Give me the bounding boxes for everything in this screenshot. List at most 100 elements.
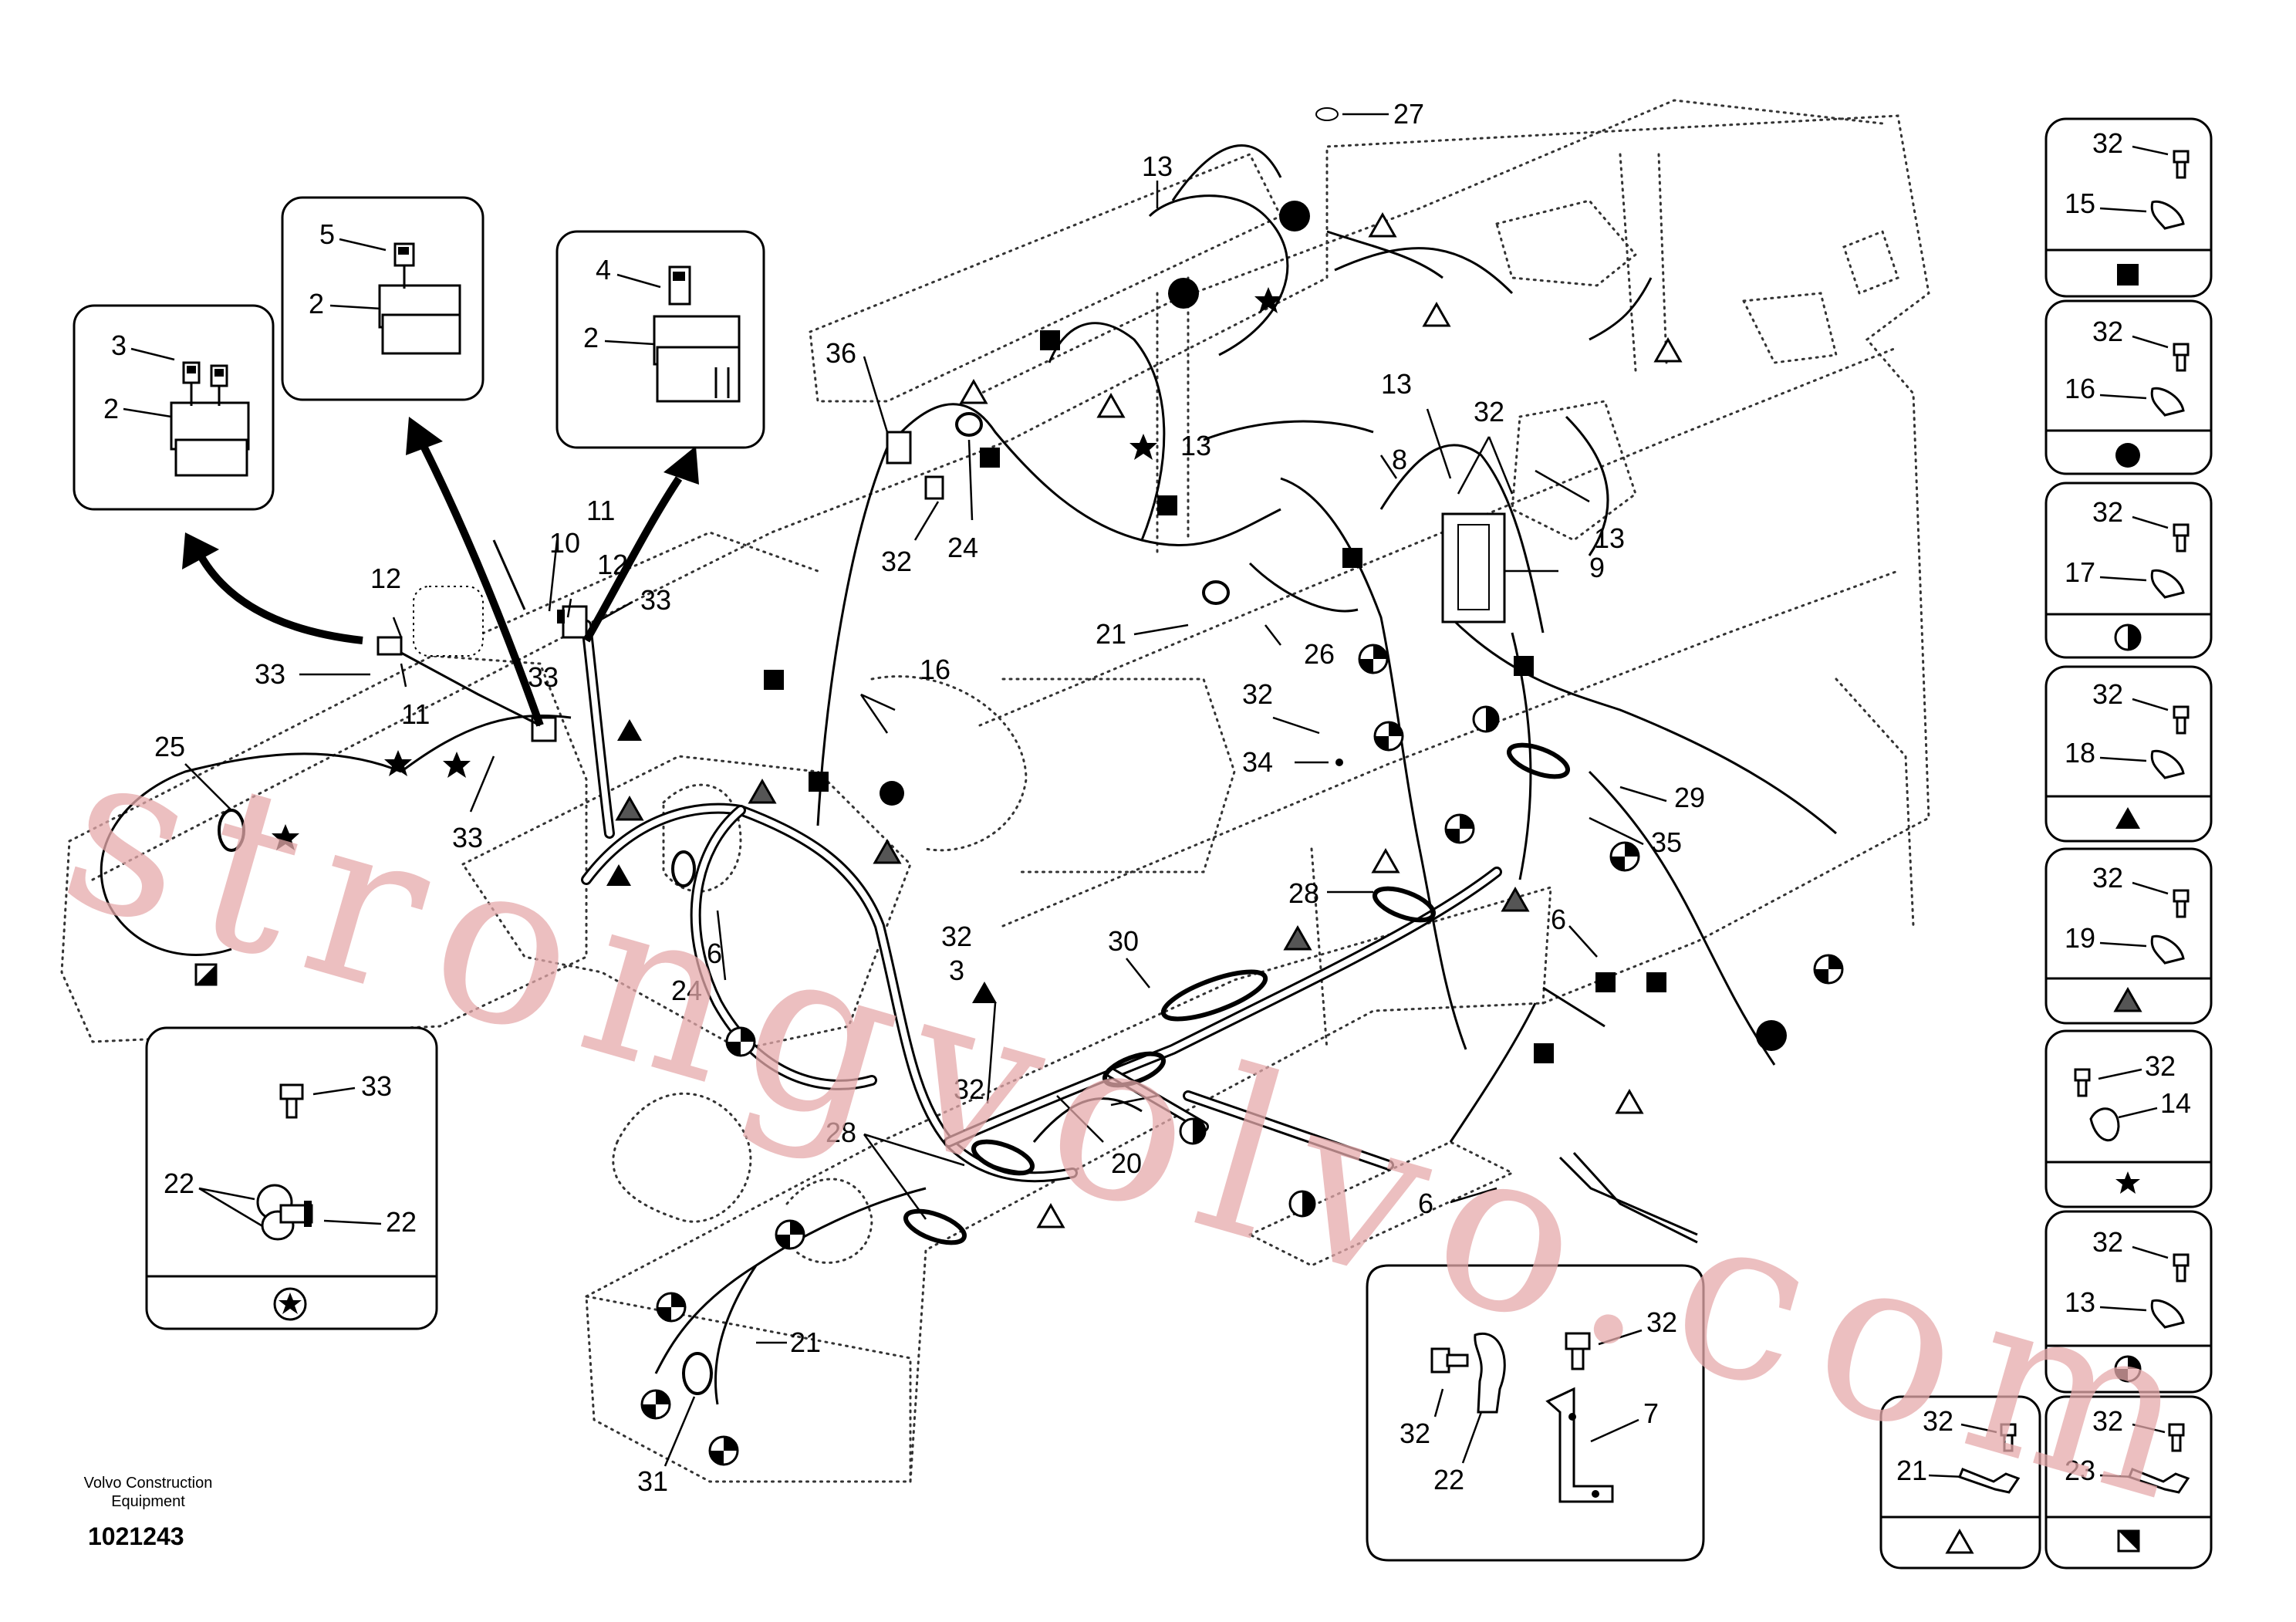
detail-label: 2 xyxy=(103,393,119,424)
callout: 35 xyxy=(1651,826,1682,858)
detail-label: 2 xyxy=(583,322,599,353)
arrow-head xyxy=(182,532,219,569)
callout: 31 xyxy=(637,1465,668,1497)
open-triangle-icon xyxy=(1945,1528,1974,1554)
square-marker xyxy=(809,772,829,792)
callout: 6 xyxy=(707,938,722,969)
open-triangle-marker xyxy=(1036,1202,1065,1228)
open-triangle-marker xyxy=(1371,847,1400,874)
square-marker xyxy=(1157,495,1177,515)
svg-text:13: 13 xyxy=(2065,1286,2095,1318)
callout: 6 xyxy=(1551,904,1566,935)
detail-label: 2 xyxy=(309,288,324,319)
callout: 20 xyxy=(1111,1147,1142,1179)
detail-bracket: 32 32 22 7 xyxy=(1366,1151,1705,1562)
star-marker xyxy=(384,750,412,776)
callout: 8 xyxy=(1392,444,1407,475)
callout: 33 xyxy=(640,584,671,616)
hatched-triangle-icon xyxy=(2113,986,2142,1012)
legend-item-17: 32 17 xyxy=(2044,482,2213,659)
detail-relay-c: 4 2 xyxy=(555,230,765,449)
triangle-marker xyxy=(606,864,631,886)
callout: 12 xyxy=(597,549,628,580)
legend-item-13: 32 13 xyxy=(2044,1210,2213,1394)
triangle-marker xyxy=(617,719,642,741)
leader-lines xyxy=(184,107,1698,1467)
relay-icon xyxy=(653,265,741,403)
svg-text:32: 32 xyxy=(2092,678,2123,710)
detail-label: 5 xyxy=(319,218,335,250)
hatched-triangle-marker xyxy=(748,778,777,804)
square-marker xyxy=(1514,656,1534,676)
square-marker xyxy=(1646,972,1666,992)
company-name: Volvo Construction xyxy=(84,1475,213,1492)
callout: 25 xyxy=(154,731,185,762)
legend-item-23: 32 23 xyxy=(2044,1395,2213,1570)
svg-text:32: 32 xyxy=(2092,496,2123,528)
callout: 13 xyxy=(1142,150,1173,182)
loop-markers xyxy=(903,742,1570,1245)
square-marker xyxy=(1040,330,1060,350)
hatched-triangle-marker xyxy=(615,795,644,821)
filled-circle-icon xyxy=(2115,443,2140,468)
open-triangle-marker xyxy=(1653,336,1683,363)
legend-item-16: 32 16 xyxy=(2044,299,2213,475)
callout: 32 xyxy=(941,921,972,952)
svg-text:15: 15 xyxy=(2065,188,2095,219)
callout: 32 xyxy=(881,546,912,577)
detail-label: 3 xyxy=(111,329,127,361)
square-marker xyxy=(1534,1043,1554,1063)
footer: Volvo Construction Equipment 1021243 xyxy=(84,1475,213,1550)
arrow-head xyxy=(663,446,699,485)
callout: 21 xyxy=(790,1326,821,1358)
callout: 13 xyxy=(1180,430,1211,461)
callout: 3 xyxy=(949,955,964,986)
legend-item-21: 32 21 xyxy=(1879,1395,2041,1570)
square-marker xyxy=(980,448,1000,468)
open-triangle-marker xyxy=(1422,301,1451,327)
star-marker xyxy=(272,824,299,850)
callout: 24 xyxy=(671,975,702,1006)
star-icon xyxy=(2115,1171,2140,1194)
star-marker xyxy=(1254,287,1282,313)
callout: 33 xyxy=(255,658,285,690)
callout: 11 xyxy=(586,495,615,526)
legend-item-14: 32 14 xyxy=(2044,1029,2213,1208)
open-triangle-marker xyxy=(1615,1088,1644,1114)
star-circle-marker xyxy=(1756,1020,1787,1051)
circle-marker xyxy=(880,781,904,806)
legend-item-19: 32 19 xyxy=(2044,847,2213,1025)
svg-text:17: 17 xyxy=(2065,556,2095,588)
detail-label: 32 xyxy=(1646,1306,1677,1338)
star-marker xyxy=(443,752,471,778)
open-triangle-marker xyxy=(959,378,988,404)
relay-icon xyxy=(170,361,250,477)
callout: 13 xyxy=(1594,522,1625,554)
filled-square-icon xyxy=(2117,264,2139,286)
detail-label: 4 xyxy=(596,254,611,286)
detail-relay-b: 5 2 xyxy=(281,196,485,401)
callout: 10 xyxy=(549,527,580,559)
callout: 28 xyxy=(826,1117,856,1148)
svg-text:21: 21 xyxy=(1896,1455,1927,1486)
svg-text:23: 23 xyxy=(2065,1455,2095,1486)
legend-item-15: 32 15 xyxy=(2044,117,2213,298)
svg-text:14: 14 xyxy=(2160,1087,2191,1119)
svg-text:32: 32 xyxy=(2145,1050,2176,1082)
callout: 29 xyxy=(1674,782,1705,813)
grommet-markers xyxy=(218,412,1230,1395)
square-marker xyxy=(1595,972,1616,992)
callout: 24 xyxy=(947,532,978,563)
bracket-icon xyxy=(1545,1387,1614,1503)
svg-text:32: 32 xyxy=(2092,1226,2123,1258)
callout: 27 xyxy=(1393,98,1424,130)
star-circle-marker xyxy=(1279,201,1310,231)
legend: 32 15 32 16 32 17 xyxy=(1879,117,2213,1570)
star-icon xyxy=(273,1287,307,1321)
filled-triangle-icon xyxy=(2115,807,2140,829)
star-circle-marker xyxy=(1168,278,1199,309)
relay-cluster xyxy=(376,431,1506,742)
svg-text:19: 19 xyxy=(2065,922,2095,954)
square-marker xyxy=(1342,548,1362,568)
detail-arrows xyxy=(182,417,699,727)
